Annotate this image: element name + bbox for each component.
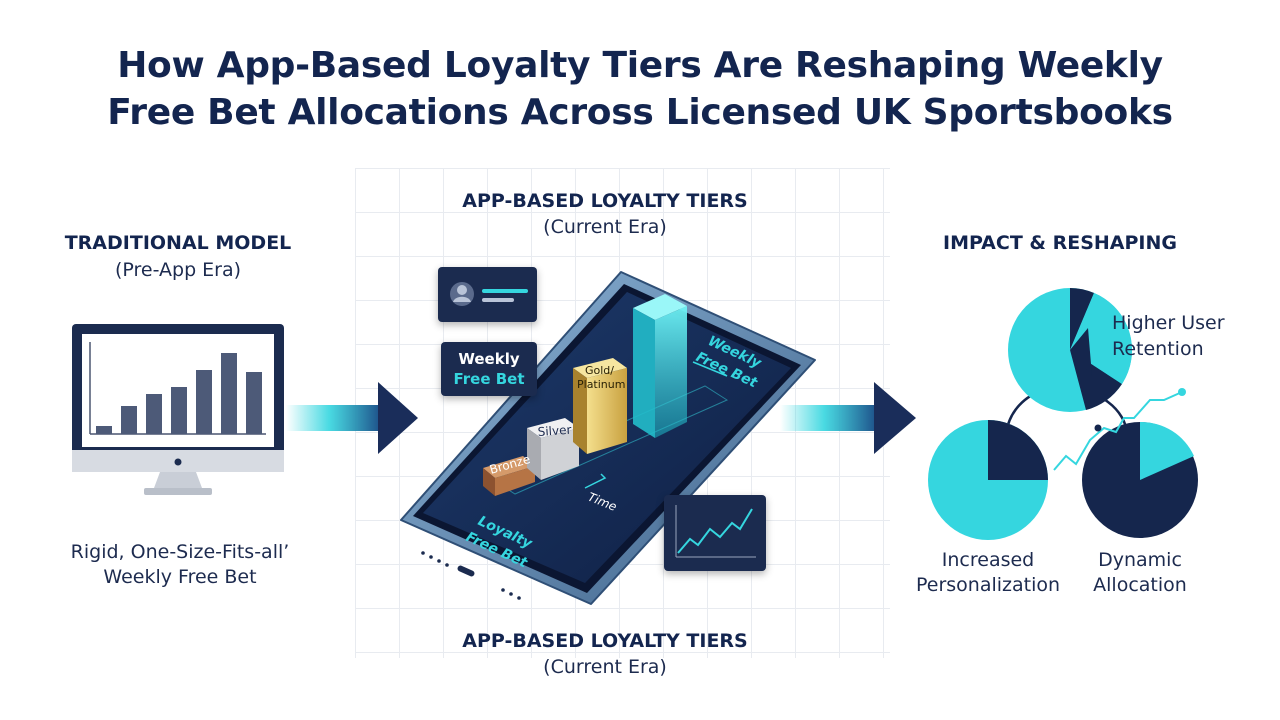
loyalty-bottom-subheading: (Current Era) [543, 656, 667, 678]
monitor-bar [96, 426, 112, 434]
user-profile-icon [450, 282, 528, 306]
smartphone-icon: Bronze Silver Gold/ Platinum Weekly Free… [400, 271, 816, 605]
weekly-card-line-2: Free Bet [453, 370, 525, 388]
monitor-bar [171, 387, 187, 434]
pie-dynamic [1082, 421, 1198, 538]
pie-retention [1008, 288, 1133, 412]
loyalty-top-subheading: (Current Era) [543, 216, 667, 238]
monitor-bar [196, 370, 212, 434]
traditional-subheading: (Pre-App Era) [114, 259, 242, 281]
traditional-caption-line-2: Weekly Free Bet [103, 566, 257, 588]
monitor-bar [121, 406, 137, 434]
trend-card [664, 495, 766, 571]
loyalty-top-heading: APP-BASED LOYALTY TIERS [462, 190, 748, 212]
tier-silver-bar [527, 418, 579, 480]
profile-card [438, 267, 537, 322]
arrow-right-icon [780, 382, 916, 454]
impact-personalization-line-1: Increased [941, 549, 1035, 571]
traditional-caption-line-1: Rigid, One-Size-Fits-all’ [70, 541, 290, 563]
title-line-2: Free Bet Allocations Across Licensed UK … [107, 92, 1173, 133]
impact-dynamic-line-2: Allocation [1093, 574, 1187, 596]
title-line-1: How App-Based Loyalty Tiers Are Reshapin… [117, 45, 1163, 86]
weekly-free-bet-card: Weekly Free Bet [441, 342, 537, 396]
loyalty-bottom-heading: APP-BASED LOYALTY TIERS [462, 630, 748, 652]
arrow-right-icon [286, 382, 418, 454]
impact-personalization-line-2: Personalization [915, 574, 1061, 596]
desktop-monitor-icon [72, 324, 284, 495]
monitor-bar [146, 394, 162, 434]
impact-heading: IMPACT & RESHAPING [943, 232, 1177, 254]
traditional-caption: Rigid, One-Size-Fits-all’ Weekly Free Be… [30, 540, 330, 590]
monitor-bar [221, 353, 237, 434]
monitor-bar [246, 372, 262, 434]
monitor-bar-chart [89, 342, 266, 435]
tier-bronze-bar [483, 456, 535, 496]
tier-silver-label: Silver [537, 423, 572, 439]
tier-gold-bar [573, 358, 627, 454]
page-title: How App-Based Loyalty Tiers Are Reshapin… [40, 42, 1240, 136]
tier-gold-label-2: Platinum [577, 378, 625, 391]
impact-dynamic-line-1: Dynamic [1098, 549, 1182, 571]
trend-chart-icon [675, 505, 756, 558]
impact-personalization-label: Increased Personalization [898, 548, 1078, 598]
pie-personalization [928, 420, 1048, 540]
impact-retention-line-2: Retention [1112, 338, 1204, 360]
impact-retention-line-1: Higher User [1112, 312, 1225, 334]
impact-retention-label: Higher User Retention [1112, 310, 1272, 362]
tier-gold-label-1: Gold/ [585, 364, 614, 377]
pie-chart-icon [928, 288, 1198, 540]
weekly-card-line-1: Weekly [458, 350, 520, 368]
traditional-heading: TRADITIONAL MODEL [64, 232, 292, 254]
impact-dynamic-label: Dynamic Allocation [1070, 548, 1210, 598]
tier-top-beam [633, 294, 687, 438]
